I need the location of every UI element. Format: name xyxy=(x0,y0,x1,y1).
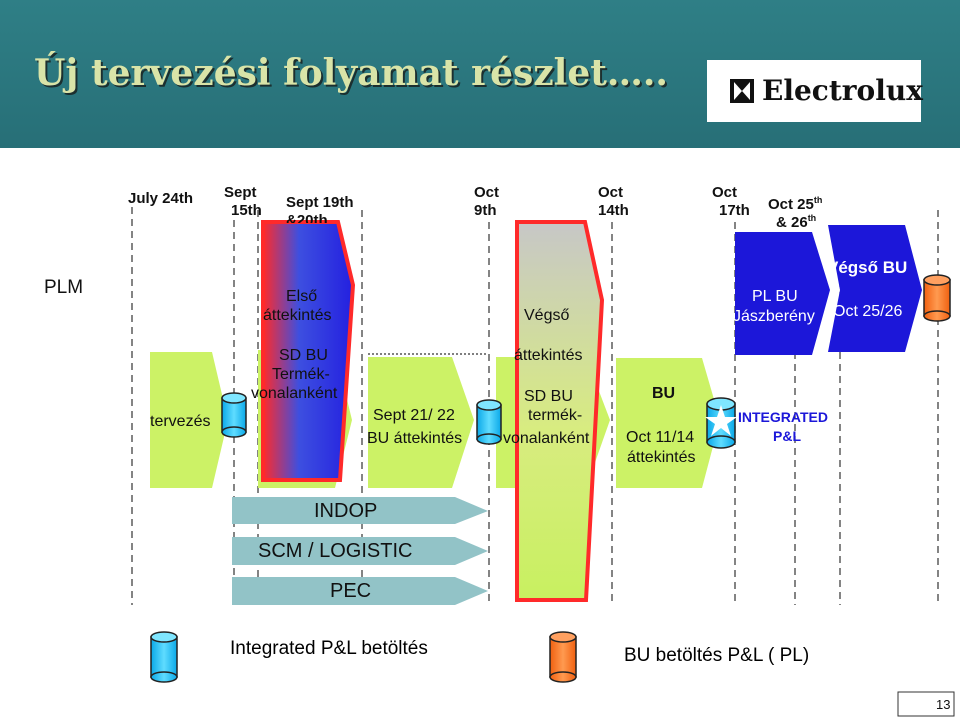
sdbu-label-3: vonalanként xyxy=(251,385,338,402)
date-oct17-a: Oct xyxy=(712,184,738,201)
red-arrow-elso xyxy=(261,220,356,482)
cylinder-blue-icon xyxy=(476,399,502,445)
red-arrow-vegso xyxy=(515,220,605,602)
date-july24: July 24th xyxy=(128,190,194,207)
date-oct17-b: 17th xyxy=(719,202,750,219)
vegso-label-2: áttekintés xyxy=(514,347,583,364)
sdbu-label-1: SD BU xyxy=(279,347,328,364)
integrated-label-2: P&L xyxy=(773,428,801,444)
indop-arrow xyxy=(232,497,488,524)
chevron-tervezes xyxy=(150,352,228,488)
scm-label: SCM / LOGISTIC xyxy=(258,540,413,562)
date-sept15-a: Sept xyxy=(224,184,257,201)
vegso-bu-label-2: Oct 25/26 xyxy=(833,303,903,320)
pec-arrow xyxy=(232,577,488,605)
date-oct25-a: Oct 25th xyxy=(768,195,823,213)
date-oct9-b: 9th xyxy=(474,202,497,219)
date-oct9-a: Oct xyxy=(474,184,500,201)
vegso-bu-label-1: Végső BU xyxy=(827,258,908,277)
chevron-bu-oct xyxy=(616,358,720,488)
date-sept19-a: Sept 19th xyxy=(286,194,354,211)
cylinder-orange-icon xyxy=(923,274,951,322)
legend-orange-cylinder-icon xyxy=(549,631,577,683)
vegso-sd-label-2: termék- xyxy=(528,407,583,424)
page-title: Új tervezési folyamat részlet….. xyxy=(34,52,668,94)
pl-bu-label-2: Jászberény xyxy=(733,308,815,325)
pl-bu-label-1: PL BU xyxy=(752,288,798,305)
sept-bu-label-2: BU áttekintés xyxy=(367,430,463,447)
bu-label-3: áttekintés xyxy=(627,449,696,466)
elso-label-2: áttekintés xyxy=(263,307,332,324)
sdbu-label-2: Termék- xyxy=(272,366,330,383)
date-sept15-b: 15th xyxy=(231,202,262,219)
sept-bu-label-1: Sept 21/ 22 xyxy=(373,407,455,424)
bu-label-2: Oct 11/14 xyxy=(626,429,695,446)
vegso-sd-label-3: vonalanként xyxy=(503,430,590,447)
bu-label-1: BU xyxy=(652,385,676,402)
scm-arrow xyxy=(232,537,488,565)
date-oct14-b: 14th xyxy=(598,202,629,219)
legend-blue-cylinder-icon xyxy=(150,631,178,683)
legend-orange-label: BU betöltés P&L ( PL) xyxy=(624,645,810,666)
legend-blue-label: Integrated P&L betöltés xyxy=(230,638,428,659)
cylinder-blue-star-icon xyxy=(705,397,737,449)
pec-label: PEC xyxy=(330,580,372,602)
row-label-plm: PLM xyxy=(44,277,84,298)
integrated-label-1: INTEGRATED xyxy=(738,409,828,425)
pl-bu-box xyxy=(735,232,830,355)
indop-label: INDOP xyxy=(314,500,378,522)
brand-name: Electrolux xyxy=(762,74,923,107)
tervezes-label: tervezés xyxy=(150,413,211,430)
date-oct14-a: Oct xyxy=(598,184,624,201)
vegso-sd-label-1: SD BU xyxy=(524,388,573,405)
page-number-box xyxy=(897,691,955,717)
chevron-sept-bu xyxy=(368,357,474,488)
electrolux-logo-icon xyxy=(730,79,754,103)
date-oct25-b: & 26th xyxy=(776,213,817,231)
date-sept19-b: &20th xyxy=(286,212,328,223)
elso-label-1: Első xyxy=(286,288,318,305)
vegso-label-1: Végső xyxy=(524,307,570,324)
page-number: 13 xyxy=(936,697,951,712)
vegso-bu-box xyxy=(828,225,922,352)
cylinder-blue-icon xyxy=(221,392,247,438)
